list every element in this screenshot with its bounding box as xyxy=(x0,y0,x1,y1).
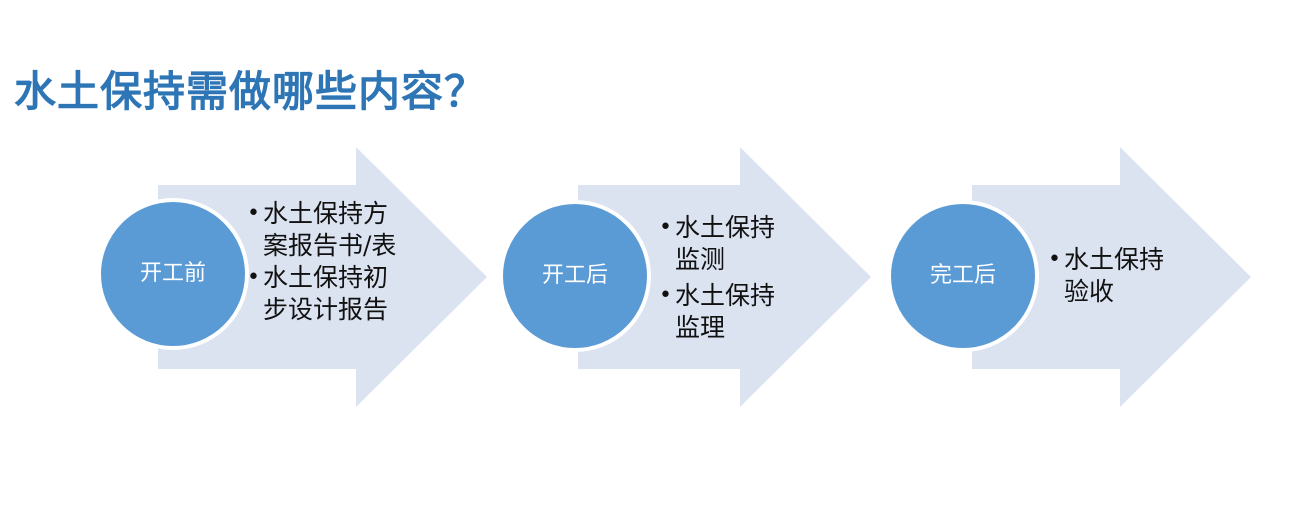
stage-2-label: 开工后 xyxy=(541,263,608,288)
stage-1-items: 水土保持方案报告书/表 水土保持初步设计报告 xyxy=(247,198,397,326)
stage-2-item: 水土保持监测 xyxy=(659,212,789,276)
stage-1-item: 水土保持方案报告书/表 xyxy=(247,198,397,262)
page-title: 水土保持需做哪些内容？ xyxy=(14,67,488,116)
stage-3-label: 完工后 xyxy=(929,263,996,288)
stage-2-arrow xyxy=(578,147,871,407)
stage-2-circle xyxy=(499,200,651,352)
stage-2-item: 水土保持监理 xyxy=(659,280,789,344)
stage-3-items: 水土保持验收 xyxy=(1048,244,1178,308)
stage-1-item: 水土保持初步设计报告 xyxy=(247,262,397,326)
stage-3-circle xyxy=(887,200,1039,352)
stage-1-label: 开工前 xyxy=(139,261,206,286)
stage-2-items: 水土保持监测 水土保持监理 xyxy=(659,212,789,344)
stage-3-item: 水土保持验收 xyxy=(1048,244,1178,308)
